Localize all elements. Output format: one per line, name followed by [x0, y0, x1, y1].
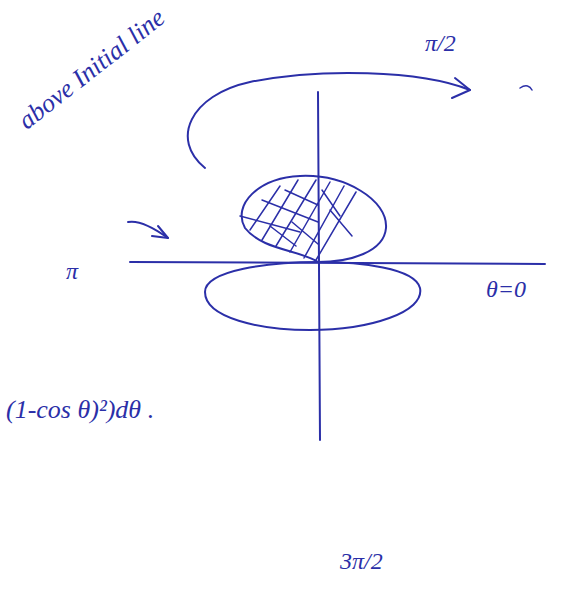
- sweep-arc: [188, 73, 470, 168]
- angle-label: 3π/2: [340, 548, 383, 574]
- angle-label: θ=0: [486, 276, 526, 302]
- arrow-head: [152, 226, 168, 238]
- arrow-head: [452, 78, 470, 98]
- small-arc: [128, 222, 168, 238]
- vertical-axis: [318, 92, 320, 440]
- note-text: above Initial line: [13, 4, 171, 136]
- angle-label: π: [66, 258, 78, 284]
- angle-label: π/2: [425, 30, 456, 56]
- upper-loop: [242, 176, 386, 262]
- pen-mark: [520, 86, 532, 90]
- integral-fragment: (1-cos θ)²)dθ .: [6, 396, 154, 425]
- shading: [240, 180, 356, 260]
- lower-loop: [205, 262, 420, 330]
